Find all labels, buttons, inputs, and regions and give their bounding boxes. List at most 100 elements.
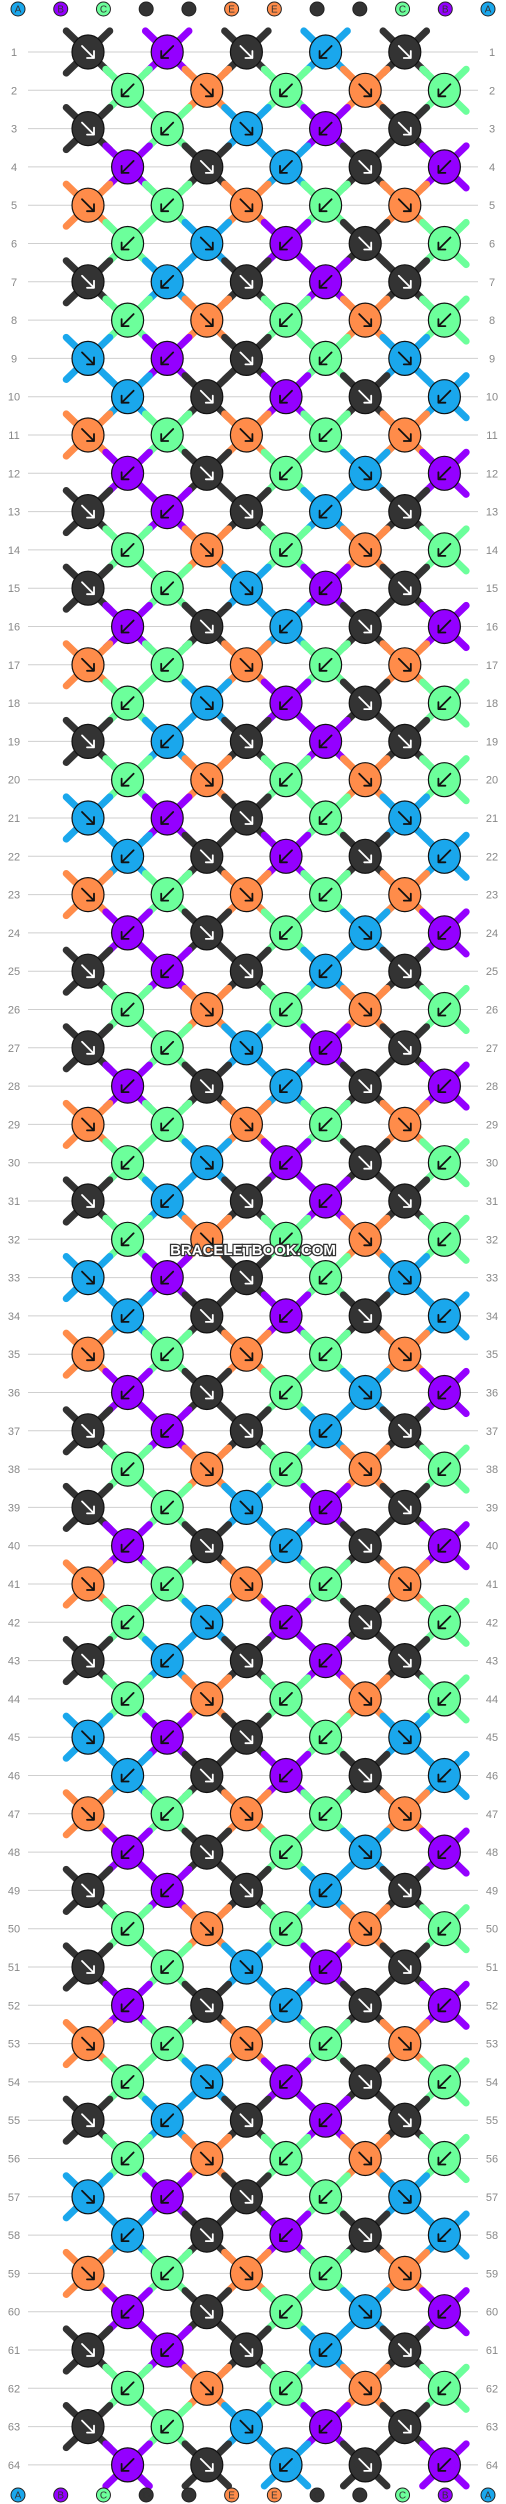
- row-number-right: 16: [486, 622, 498, 634]
- knot-arrow-icon: [120, 2458, 135, 2472]
- bottom-strand-dot: [480, 2487, 496, 2503]
- knot-arrow-icon: [199, 1385, 214, 1400]
- bottom-strand-label: E: [271, 2491, 278, 2502]
- bottom-strand-label: A: [15, 2491, 22, 2502]
- knot-arrow-icon: [160, 274, 175, 289]
- knot-arrow-icon: [358, 1079, 373, 1093]
- knot-arrow-icon: [160, 428, 175, 442]
- knot-arrow-icon: [199, 2075, 214, 2089]
- knot-arrow-icon: [318, 1883, 333, 1898]
- knot-arrow-icon: [437, 2458, 452, 2472]
- knot-arrow-icon: [437, 2151, 452, 2166]
- knot-arrow-icon: [81, 504, 95, 519]
- knot-arrow-icon: [437, 1768, 452, 1783]
- knot-arrow-icon: [81, 2113, 95, 2128]
- bottom-strand-dot: [10, 2487, 26, 2503]
- knot-arrow-icon: [318, 964, 333, 979]
- knot-arrow-icon: [81, 581, 95, 596]
- row-number-left: 40: [8, 1541, 20, 1553]
- row-number-right: 55: [486, 2115, 498, 2127]
- knot-arrow-icon: [160, 2189, 175, 2204]
- bottom-strand-label: E: [228, 2491, 235, 2502]
- row-number-left: 36: [8, 1388, 20, 1400]
- row-number-left: 38: [8, 1464, 20, 1476]
- knot-arrow-icon: [397, 1577, 412, 1591]
- row-number-left: 33: [8, 1273, 20, 1285]
- knot-arrow-icon: [318, 45, 333, 59]
- knot-arrow-icon: [81, 1040, 95, 1055]
- knot-arrow-icon: [279, 1845, 293, 1859]
- knot-arrow-icon: [239, 1960, 254, 1974]
- knot-arrow-icon: [120, 543, 135, 557]
- row-number-right: 61: [486, 2345, 498, 2357]
- knot-arrow-icon: [397, 198, 412, 213]
- row-number-right: 6: [489, 239, 495, 251]
- knot-arrow-icon: [160, 1883, 175, 1898]
- knot-arrow-icon: [239, 121, 254, 136]
- knot-arrow-icon: [358, 2228, 373, 2242]
- knot-arrow-icon: [437, 1309, 452, 1323]
- knot-arrow-icon: [199, 2304, 214, 2319]
- row-number-left: 35: [8, 1349, 20, 1361]
- bottom-strand-dot: [224, 2487, 240, 2503]
- top-strand-dot: [10, 1, 26, 17]
- knot-arrow-icon: [199, 1921, 214, 1936]
- row-number-left: 43: [8, 1656, 20, 1668]
- knot-arrow-icon: [437, 1385, 452, 1400]
- knot-arrow-icon: [120, 1768, 135, 1783]
- row-number-right: 43: [486, 1656, 498, 1668]
- row-number-right: 57: [486, 2192, 498, 2204]
- row-number-right: 20: [486, 775, 498, 787]
- knot-arrow-icon: [437, 236, 452, 251]
- knot-arrow-icon: [120, 2381, 135, 2396]
- knot-arrow-icon: [279, 1232, 293, 1247]
- row-number-right: 33: [486, 1273, 498, 1285]
- knot-arrow-icon: [437, 1002, 452, 1017]
- knot-arrow-icon: [279, 2228, 293, 2242]
- knot-arrow-icon: [437, 1921, 452, 1936]
- knot-arrow-icon: [397, 1960, 412, 1974]
- knot-arrow-icon: [81, 887, 95, 902]
- knots: [71, 34, 461, 2483]
- knot-arrow-icon: [397, 887, 412, 902]
- knot-arrow-icon: [160, 1040, 175, 1055]
- knot-arrow-icon: [437, 389, 452, 404]
- knot-arrow-icon: [279, 1692, 293, 1706]
- knot-arrow-icon: [437, 1232, 452, 1247]
- knot-arrow-icon: [199, 2458, 214, 2472]
- knot-arrow-icon: [397, 2113, 412, 2128]
- row-number-right: 19: [486, 736, 498, 748]
- bottom-strand-dot: [138, 2487, 154, 2503]
- row-number-left: 2: [11, 85, 17, 97]
- row-number-right: 36: [486, 1388, 498, 1400]
- row-number-left: 23: [8, 890, 20, 902]
- knot-arrow-icon: [160, 2113, 175, 2128]
- row-number-right: 26: [486, 1005, 498, 1017]
- row-number-right: 50: [486, 1924, 498, 1936]
- knot-arrow-icon: [437, 83, 452, 98]
- knot-arrow-icon: [239, 887, 254, 902]
- knot-arrow-icon: [199, 160, 214, 174]
- row-number-right: 17: [486, 660, 498, 672]
- knot-arrow-icon: [199, 236, 214, 251]
- knot-arrow-icon: [160, 1806, 175, 1821]
- knot-arrow-icon: [239, 2343, 254, 2357]
- row-number-left: 25: [8, 966, 20, 978]
- row-number-right: 22: [486, 851, 498, 863]
- knot-arrow-icon: [279, 1462, 293, 1476]
- knot-arrow-icon: [120, 1845, 135, 1859]
- row-number-left: 21: [8, 813, 20, 825]
- knot-arrow-icon: [437, 160, 452, 174]
- row-number-left: 55: [8, 2115, 20, 2127]
- top-strand-dot: [352, 1, 368, 17]
- knot-arrow-icon: [279, 236, 293, 251]
- knot-arrow-icon: [160, 198, 175, 213]
- row-number-right: 51: [486, 1962, 498, 1974]
- knot-arrow-icon: [279, 696, 293, 710]
- knot-arrow-icon: [120, 1998, 135, 2013]
- knot-arrow-icon: [120, 1921, 135, 1936]
- knot-arrow-icon: [239, 1423, 254, 1438]
- knot-arrow-icon: [279, 2075, 293, 2089]
- row-number-left: 32: [8, 1234, 20, 1246]
- row-number-right: 47: [486, 1809, 498, 1821]
